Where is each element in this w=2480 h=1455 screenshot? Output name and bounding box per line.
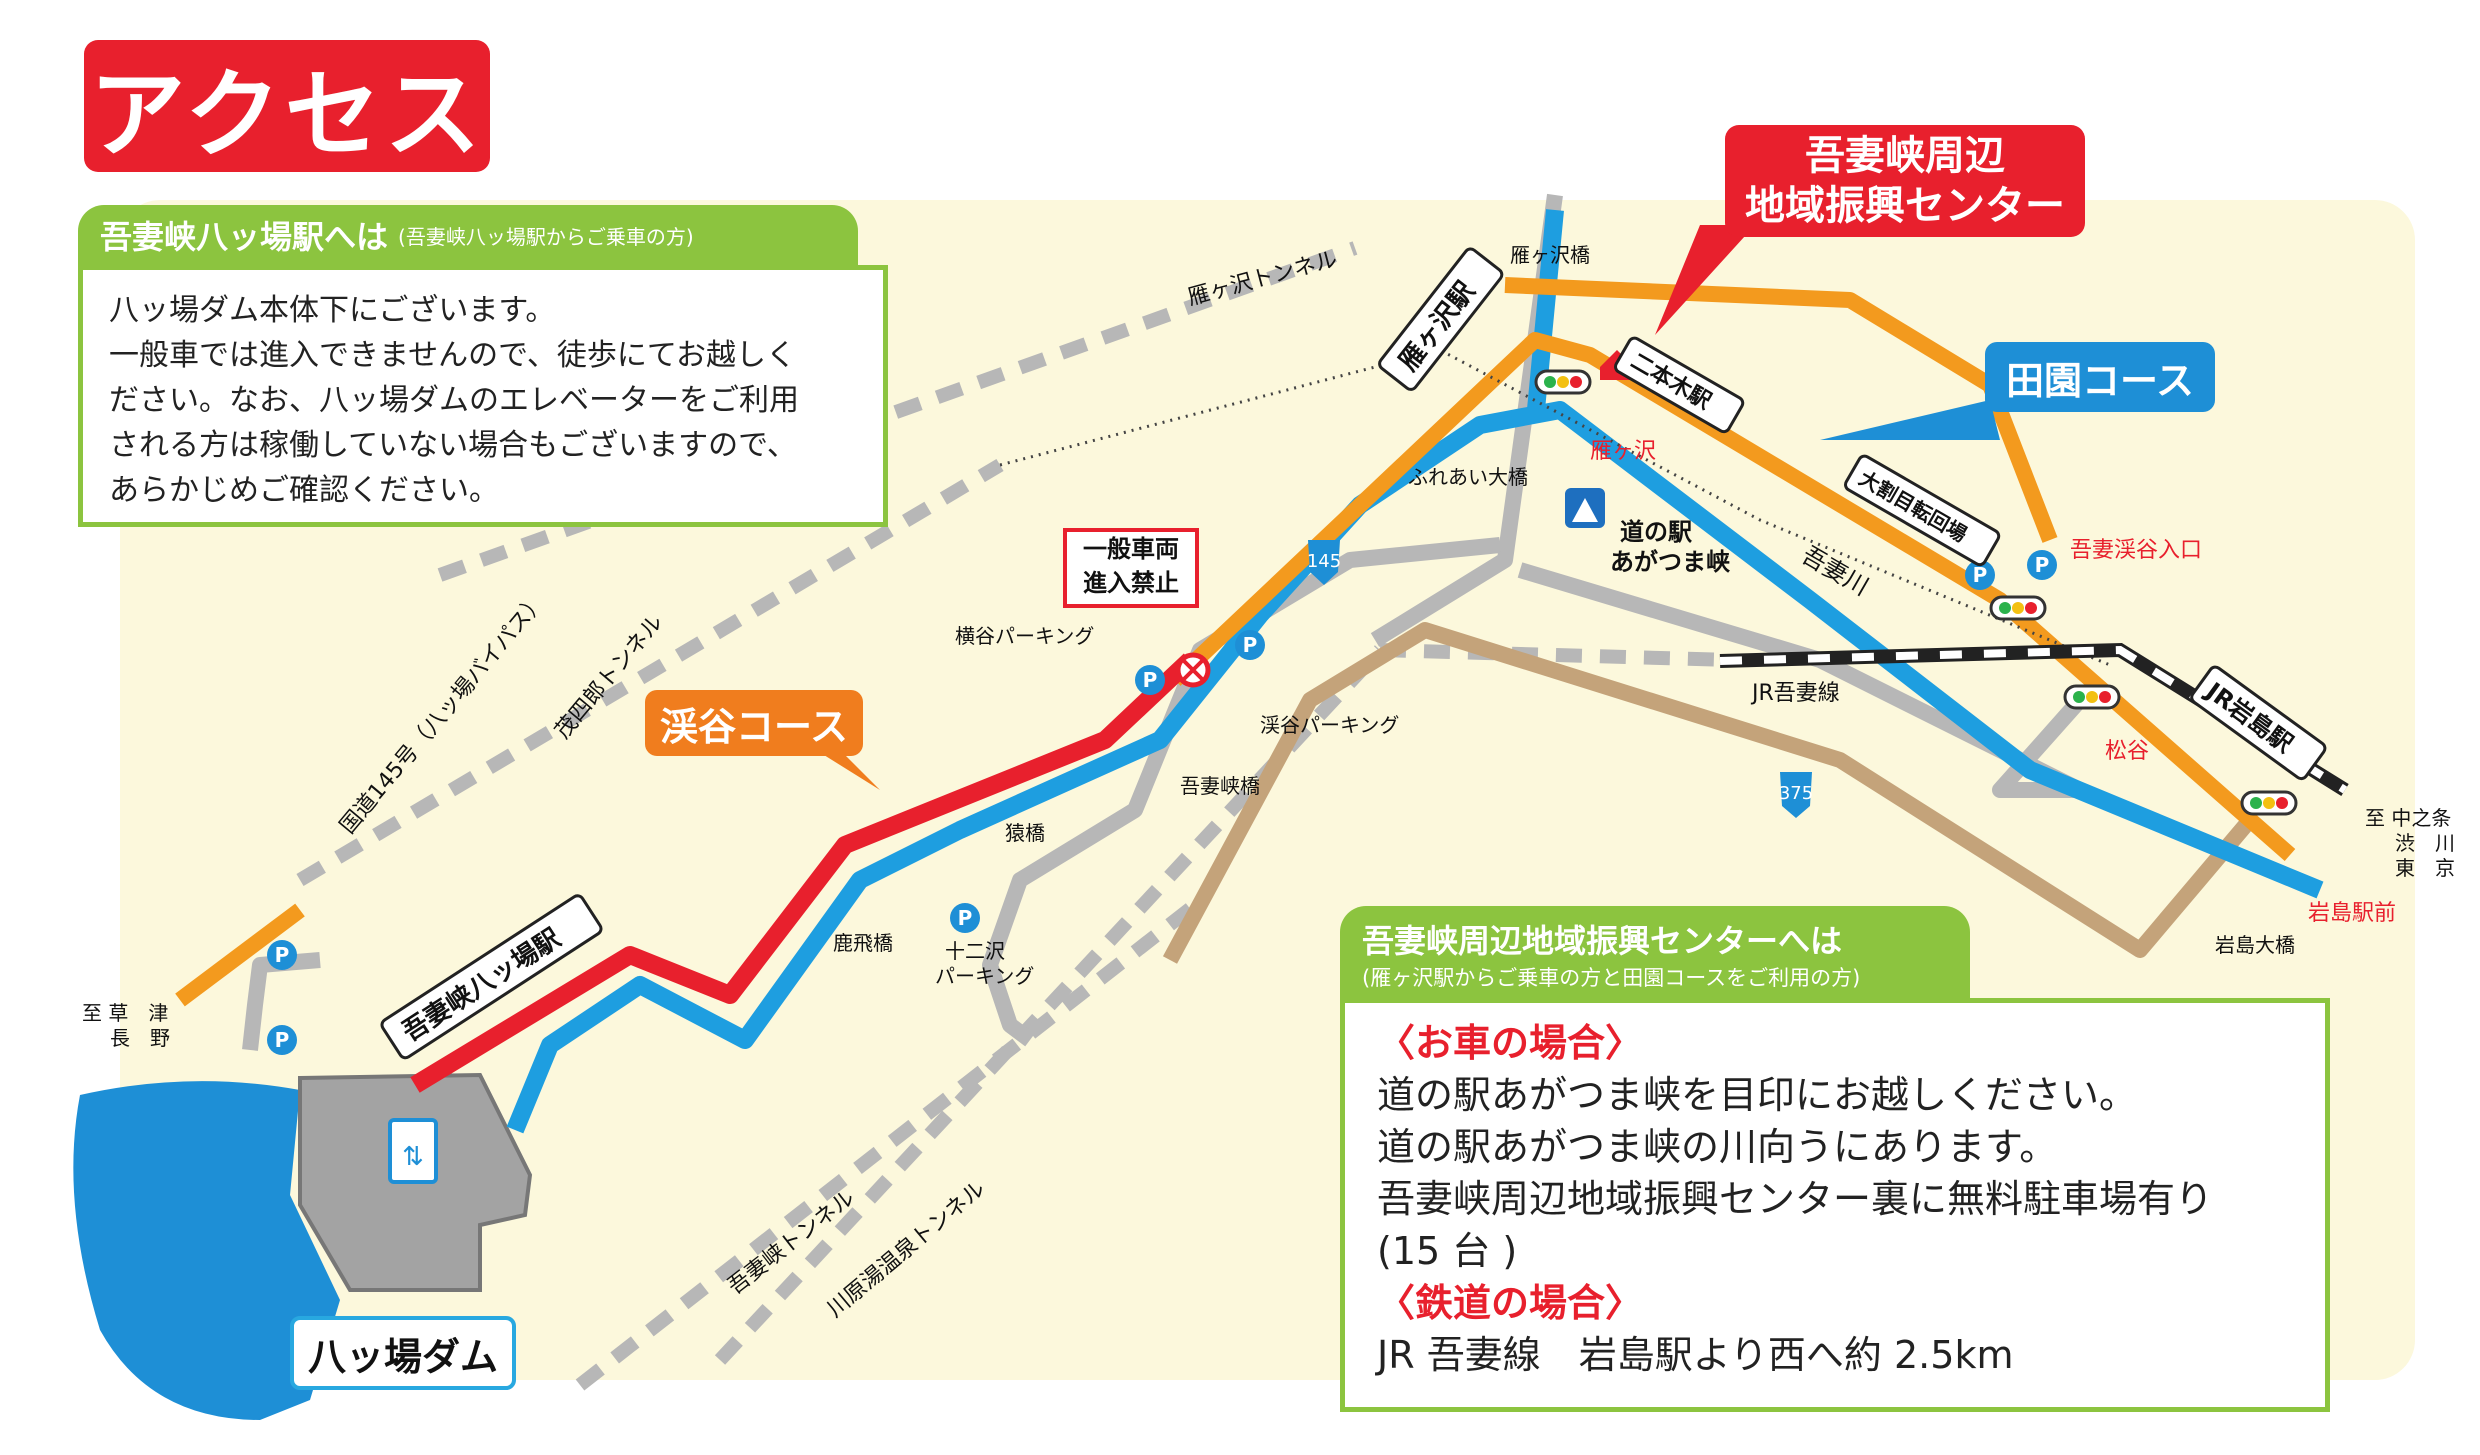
michinoeki-label2: あがつま峡: [1610, 548, 1730, 576]
to-kusatsu-label2: 長 野: [110, 1026, 170, 1050]
center-info-note: (雁ヶ沢駅からご乗車の方と田園コースをご利用の方): [1362, 966, 1861, 990]
parking-letter: P: [275, 943, 290, 967]
car-line: 道の駅あがつま峡を目印にお越しください。: [1377, 1073, 2138, 1117]
elevator-glyph: ⇅: [402, 1142, 424, 1172]
car-line: (15 台 ): [1377, 1229, 1518, 1273]
route-375-shield: 375: [1779, 772, 1813, 818]
parking-letter: P: [958, 906, 973, 930]
iwashima-bridge-label: 岩島大橋: [2215, 933, 2295, 957]
hachimba-info-line: ださい。なお、八ッ場ダムのエレベーターをご利用: [109, 383, 799, 418]
hachimba-info-heading: 吾妻峡八ッ場駅へは: [100, 218, 389, 256]
parking-icon-keikoku: [1235, 630, 1265, 660]
iwashima-ekimae-label: 岩島駅前: [2308, 901, 2396, 926]
keikoku-parking-label: 渓谷パーキング: [1260, 713, 1399, 737]
center-info-heading: 吾妻峡周辺地域振興センターへは: [1362, 922, 1843, 960]
parking-letter: P: [1973, 563, 1988, 587]
yokoya-parking-label: 横谷パーキング: [955, 624, 1094, 648]
no-entry-cross: [1182, 659, 1204, 681]
elevator-icon: [388, 1118, 438, 1184]
to-nakanojo-label1: 至 中之条: [2365, 806, 2451, 830]
traffic-lights: [1534, 369, 2298, 816]
orange-route-west: [175, 903, 305, 1007]
kankesawa-label: 雁ヶ沢: [1590, 439, 1656, 464]
kankesawa-tunnel-line: [437, 241, 1358, 582]
to-kusatsu-label1: 至 草 津: [82, 1001, 168, 1025]
center-callout: 吾妻峡周辺 地域振興センター: [1725, 125, 2085, 237]
hachimba-info-line: される方は稼働していない場合もございますので、: [109, 428, 797, 463]
center-callout-line1: 吾妻峡周辺: [1805, 133, 2005, 179]
agatsuma-bridge-label: 吾妻峡橋: [1180, 774, 1260, 798]
car-section-title: 〈お車の場合〉: [1377, 1021, 1644, 1065]
route145-label: 145: [1307, 551, 1341, 572]
keikoku-course-callout: 渓谷コース: [645, 690, 863, 756]
parking-icon-juniso: [950, 903, 980, 933]
parking-letter: P: [1143, 668, 1158, 692]
keikoku-entrance-label: 吾妻渓谷入口: [2070, 538, 2202, 563]
parking-letter: P: [1243, 633, 1258, 657]
hachimba-info-line: あらかじめご確認ください。: [109, 473, 499, 508]
hachimba-info-tab: 吾妻峡八ッ場駅へは (吾妻峡八ッ場駅からご乗車の方): [78, 205, 858, 265]
route375-label: 375: [1779, 783, 1813, 804]
hachimba-info-note: (吾妻峡八ッ場駅からご乗車の方): [398, 224, 694, 249]
michinoeki-icon-glyph: [1572, 498, 1598, 522]
parking-icon-west2: [267, 1025, 297, 1055]
to-nakanojo-label2: 渋 川: [2395, 831, 2455, 855]
hachimba-info-line: 一般車では進入できませんので、徒歩にてお越しく: [109, 338, 796, 373]
center-callout-pointer: [1655, 225, 1755, 335]
parking-icon-denen1: [1965, 560, 1995, 590]
hachimba-info-line: 八ッ場ダム本体下にございます。: [109, 293, 556, 328]
red-route: [410, 653, 1197, 1093]
car-line: 道の駅あがつま峡の川向うにあります。: [1377, 1125, 2058, 1169]
parking-icon-denen2: [2027, 550, 2057, 580]
tan-road: [1162, 622, 2257, 964]
matsuya-label: 松谷: [2105, 739, 2149, 764]
michinoeki-label1: 道の駅: [1620, 518, 1692, 546]
route-145-shield: 145: [1307, 540, 1341, 585]
parking-icon-yokoya: [1135, 665, 1165, 695]
denen-course-callout: 田園コース: [1985, 342, 2215, 412]
lake: [73, 1081, 340, 1420]
fureai-bridge-label: ふれあい大橋: [1408, 465, 1528, 489]
page-title: アクセス: [84, 40, 490, 172]
no-entry-sign: 一般車両 進入禁止: [1063, 528, 1199, 608]
center-info-box: 〈お車の場合〉 道の駅あがつま峡を目印にお越しください。 道の駅あがつま峡の川向…: [1340, 998, 2330, 1412]
denen-callout-pointer: [1820, 400, 2000, 440]
parking-letter: P: [2035, 553, 2050, 577]
parking-icons: P P P P P P P: [267, 550, 2057, 1055]
blue-route: [506, 401, 2324, 1134]
parking-letter: P: [275, 1028, 290, 1052]
jr-line-label: JR吾妻線: [1750, 681, 1840, 706]
center-callout-line2: 地域振興センター: [1745, 183, 2065, 229]
parking-icon-west1: [267, 940, 297, 970]
no-entry-line1: 一般車両: [1083, 535, 1179, 563]
car-line: 吾妻峡周辺地域振興センター裏に無料駐車場有り: [1377, 1177, 2214, 1221]
rail-line: JR 吾妻線 岩島駅より西へ約 2.5km: [1377, 1333, 2014, 1377]
juniso-parking-label2: パーキング: [935, 964, 1034, 988]
kankesawa-bridge-label: 雁ヶ沢橋: [1510, 243, 1590, 267]
saru-bridge-label: 猿橋: [1005, 821, 1045, 845]
rokubi-bridge-label: 鹿飛橋: [833, 931, 893, 955]
dam-label: 八ッ場ダム: [290, 1316, 516, 1390]
rail-section-title: 〈鉄道の場合〉: [1377, 1281, 1644, 1325]
juniso-parking-label1: 十二沢: [945, 939, 1005, 963]
to-nakanojo-label3: 東 京: [2395, 856, 2455, 880]
moshiro-tunnel-line: [296, 458, 1004, 887]
hachimba-info-box: 八ッ場ダム本体下にございます。 一般車では進入できませんので、徒歩にてお越しく …: [78, 265, 888, 527]
kawarayu-tunnel-line2: [1379, 643, 1731, 667]
no-entry-line2: 進入禁止: [1083, 569, 1179, 597]
center-info-tab: 吾妻峡周辺地域振興センターへは (雁ヶ沢駅からご乗車の方と田園コースをご利用の方…: [1340, 906, 1970, 1002]
